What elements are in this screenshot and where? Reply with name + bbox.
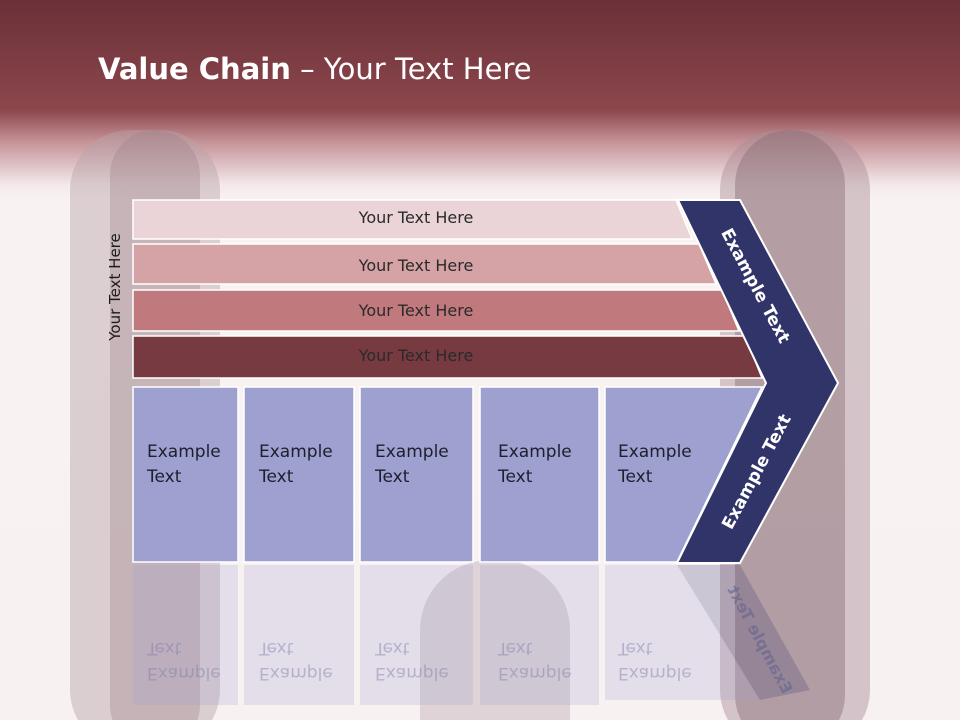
box-label-line2: Text [618,638,653,658]
box-label-line1: Example [618,663,692,683]
bar-shape-4 [132,335,764,379]
bar-shape-2 [132,243,718,285]
chevron-arrow [675,199,840,564]
box-reflection [133,565,238,705]
box-shape-1 [132,386,239,563]
bar-label-4: Your Text Here [358,346,474,365]
box-label-line2: Text [375,467,410,487]
background-decoration-bottom [420,560,570,720]
bar-shape-3 [132,289,741,332]
box-label-line1: Example [147,442,221,462]
box-label-reflection: Example Text [375,635,449,685]
title-rest: – Your Text Here [290,52,532,86]
arrow-reflection [677,565,810,700]
bar-shape-1 [132,199,694,240]
box-shape-4 [479,386,600,563]
box-label-line2: Text [259,467,294,487]
bar-label-3: Your Text Here [358,301,474,320]
box-reflection [244,565,354,705]
box-label-line1: Example [147,663,221,683]
box-label-line1: Example [259,663,333,683]
box-label-reflection: Example Text [147,635,221,685]
bar-label-2: Your Text Here [358,256,474,275]
title-bold: Value Chain [98,52,291,86]
box-label-line1: Example [498,442,572,462]
box-label-line2: Text [498,467,533,487]
box-label-line1: Example [375,442,449,462]
box-label-line1: Example [498,663,572,683]
box-reflection [605,565,760,700]
box-label-line2: Text [375,638,410,658]
bar-label-1: Your Text Here [358,208,474,227]
box-label-line1: Example [375,663,449,683]
box-label-line1: Example [618,442,692,462]
box-label-reflection: Example Text [259,635,333,685]
box-reflection [360,565,473,705]
reflection-group [133,565,810,705]
box-reflection [480,565,599,705]
box-shape-2 [243,386,355,563]
box-label-line2: Text [147,638,182,658]
box-label-line1: Example [259,442,333,462]
box-label-line2: Text [147,467,182,487]
box-label-line2: Text [259,638,294,658]
box-label-line2: Text [618,467,653,487]
box-label-line2: Text [498,638,533,658]
box-shape-3 [359,386,474,563]
page-title: Value Chain – Your Text Here [98,52,532,86]
box-label-reflection: Example Text [618,635,692,685]
box-label-reflection: Example Text [498,635,572,685]
